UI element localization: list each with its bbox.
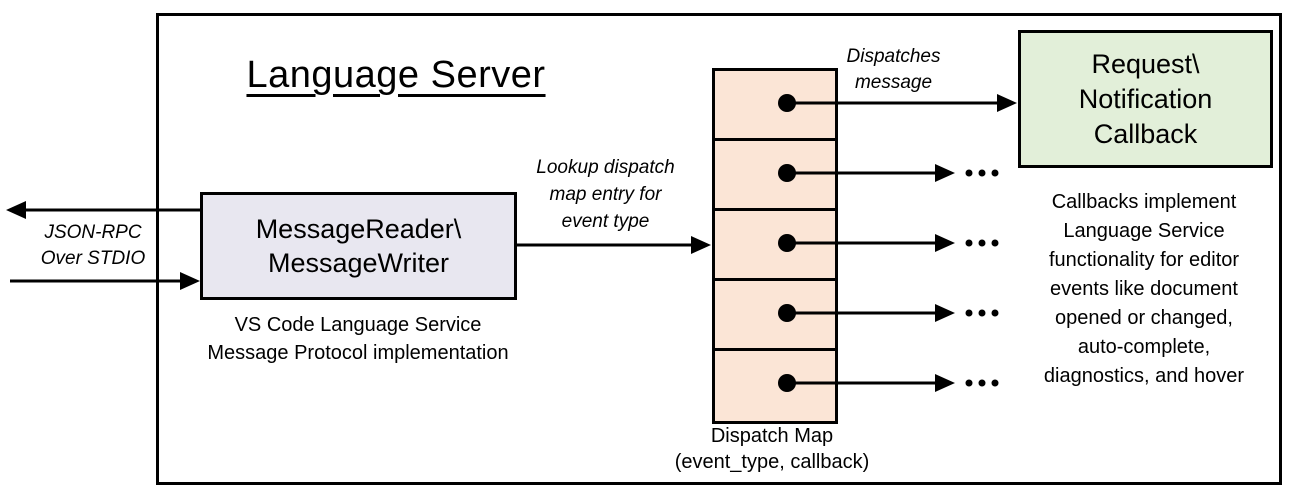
left-arrowhead-icon <box>6 201 26 219</box>
dispatch-map-caption: Dispatch Map (event_type, callback) <box>674 425 870 473</box>
dispatch-map-cell <box>715 351 835 421</box>
request-notification-callback-box: Request\ Notification Callback <box>1018 30 1273 168</box>
language-server-frame <box>156 13 1282 485</box>
dispatch-map-cell <box>715 211 835 281</box>
dispatch-map-table <box>712 68 838 424</box>
dispatch-map-cell <box>715 71 835 141</box>
callback-caption: Callbacks implement Language Service fun… <box>1043 191 1245 387</box>
stdio-flow-label: JSON-RPC Over STDIO <box>40 222 146 269</box>
message-reader-writer-box: MessageReader\ MessageWriter <box>200 192 517 300</box>
diagram-title: Language Server <box>246 54 546 96</box>
dispatches-flow-label: Dispatches message <box>846 46 941 93</box>
message-reader-writer-caption: VS Code Language Service Message Protoco… <box>207 314 509 364</box>
dispatch-map-cell <box>715 141 835 211</box>
dispatch-map-cell <box>715 281 835 351</box>
lookup-flow-label: Lookup dispatch map entry for event type <box>536 157 675 232</box>
